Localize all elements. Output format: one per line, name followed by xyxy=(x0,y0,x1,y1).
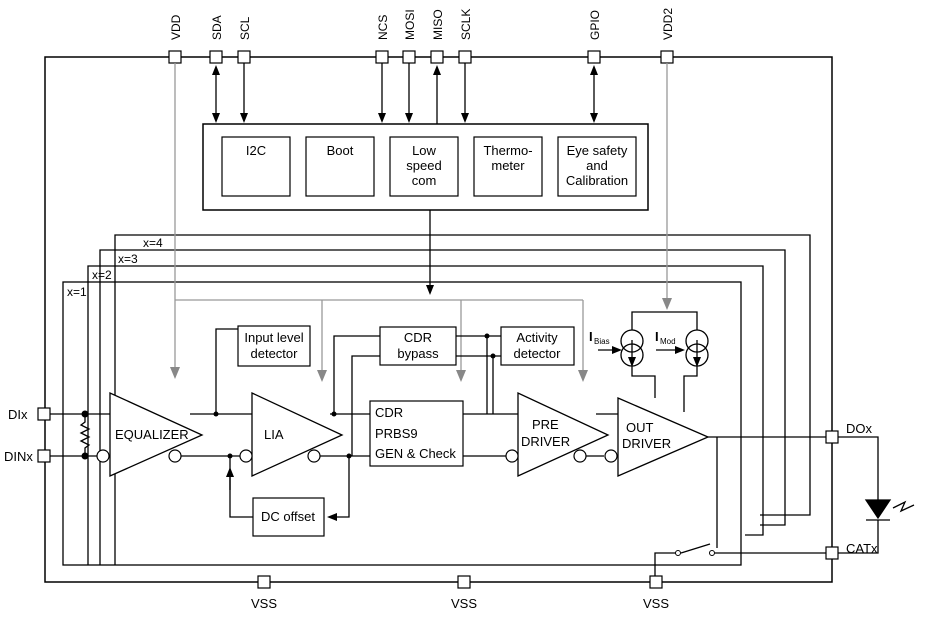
boot-block xyxy=(305,136,375,197)
input-level-label-2: detector xyxy=(251,346,299,361)
channel-label-x2: x=2 xyxy=(92,268,112,282)
out-driver-label-1: OUT xyxy=(626,420,654,435)
pin-scl[interactable] xyxy=(237,50,251,64)
pin-dox[interactable] xyxy=(825,430,839,444)
cdr-bypass-label-2: bypass xyxy=(397,346,439,361)
equalizer-amp xyxy=(109,391,204,478)
cdr-prbs-label-1: CDR xyxy=(375,405,403,420)
pin-ncs[interactable] xyxy=(375,50,389,64)
pin-catx[interactable] xyxy=(825,546,839,560)
pin-label-vdd: VDD xyxy=(169,14,183,40)
activity-label-1: Activity xyxy=(516,330,558,345)
thermometer-block xyxy=(473,136,543,197)
pin-label-sclk: SCLK xyxy=(459,9,473,40)
pin-label-sda: SDA xyxy=(210,15,224,40)
current-sources xyxy=(598,311,709,412)
cdr-bypass-block xyxy=(379,326,457,366)
low-speed-label-1: Low xyxy=(412,143,436,158)
eye-safety-label-1: Eye safety xyxy=(567,143,628,158)
pin-label-miso: MISO xyxy=(431,9,445,40)
pre-driver-label-2: DRIVER xyxy=(521,434,570,449)
eye-safety-label-2: and xyxy=(586,158,608,173)
ibias-sub: Bias xyxy=(594,337,610,346)
pin-dix[interactable] xyxy=(37,407,51,421)
low-speed-label-3: com xyxy=(412,173,437,188)
pre-driver-label-1: PRE xyxy=(532,417,559,432)
i2c-block xyxy=(221,136,291,197)
digital-bus-lines xyxy=(212,63,598,295)
pin-label-gpio: GPIO xyxy=(588,10,602,40)
channel-frames xyxy=(62,234,811,566)
pin-label-mosi: MOSI xyxy=(403,9,417,40)
pin-vdd[interactable] xyxy=(168,50,182,64)
pin-gpio[interactable] xyxy=(587,50,601,64)
cdr-prbs-block xyxy=(369,400,464,467)
top-pins xyxy=(168,50,674,64)
cdr-bypass-label-1: CDR xyxy=(404,330,432,345)
pin-label-vdd2: VDD2 xyxy=(661,8,675,40)
pin-label-dinx: DINx xyxy=(4,449,33,464)
input-level-detector xyxy=(237,325,311,367)
pin-label-vss-3: VSS xyxy=(643,596,669,611)
pin-miso[interactable] xyxy=(430,50,444,64)
dc-offset-block xyxy=(252,497,325,537)
pin-label-dox: DOx xyxy=(846,421,873,436)
pin-dinx[interactable] xyxy=(37,449,51,463)
vdd-distribution xyxy=(170,63,672,382)
pin-vss-2[interactable] xyxy=(457,575,471,589)
equalizer-label: EQUALIZER xyxy=(115,427,189,442)
eye-safety-label-3: Calibration xyxy=(566,173,628,188)
pin-sda[interactable] xyxy=(209,50,223,64)
out-driver-label-2: DRIVER xyxy=(622,436,671,451)
channel-label-x1: x=1 xyxy=(67,285,87,299)
pin-vss-1[interactable] xyxy=(257,575,271,589)
pin-sclk[interactable] xyxy=(458,50,472,64)
pin-label-catx: CATx xyxy=(846,541,878,556)
out-driver-amp xyxy=(617,397,710,477)
pin-label-scl: SCL xyxy=(238,16,252,40)
pin-label-vss-2: VSS xyxy=(451,596,477,611)
boot-label: Boot xyxy=(327,143,354,158)
pin-mosi[interactable] xyxy=(402,50,416,64)
pin-vss-3[interactable] xyxy=(649,575,663,589)
dc-offset-label: DC offset xyxy=(261,509,315,524)
input-level-label-1: Input level xyxy=(244,330,303,345)
low-speed-label-2: speed xyxy=(406,158,441,173)
channel-label-x4: x=4 xyxy=(143,236,163,250)
thermometer-label-2: meter xyxy=(491,158,525,173)
ibias-label: I xyxy=(589,329,593,344)
channel-label-x3: x=3 xyxy=(118,252,138,266)
pin-label-ncs: NCS xyxy=(376,15,390,40)
lia-amp xyxy=(251,391,344,478)
lia-label: LIA xyxy=(264,427,284,442)
imod-label: I xyxy=(655,329,659,344)
thermometer-label-1: Thermo- xyxy=(483,143,532,158)
imod-sub: Mod xyxy=(660,337,676,346)
termination-resistor xyxy=(50,413,110,457)
pre-driver-amp xyxy=(517,391,610,478)
activity-detector xyxy=(500,326,575,366)
cdr-prbs-label-3: GEN & Check xyxy=(375,446,456,461)
cat-switch xyxy=(654,437,826,576)
low-speed-com-block xyxy=(389,136,459,197)
eye-safety-block xyxy=(557,136,637,197)
laser-diode xyxy=(838,436,915,554)
i2c-label: I2C xyxy=(246,143,266,158)
cdr-prbs-label-2: PRBS9 xyxy=(375,426,418,441)
pin-label-vss-1: VSS xyxy=(251,596,277,611)
pin-label-dix: DIx xyxy=(8,407,28,422)
pin-vdd2[interactable] xyxy=(660,50,674,64)
activity-label-2: detector xyxy=(514,346,562,361)
